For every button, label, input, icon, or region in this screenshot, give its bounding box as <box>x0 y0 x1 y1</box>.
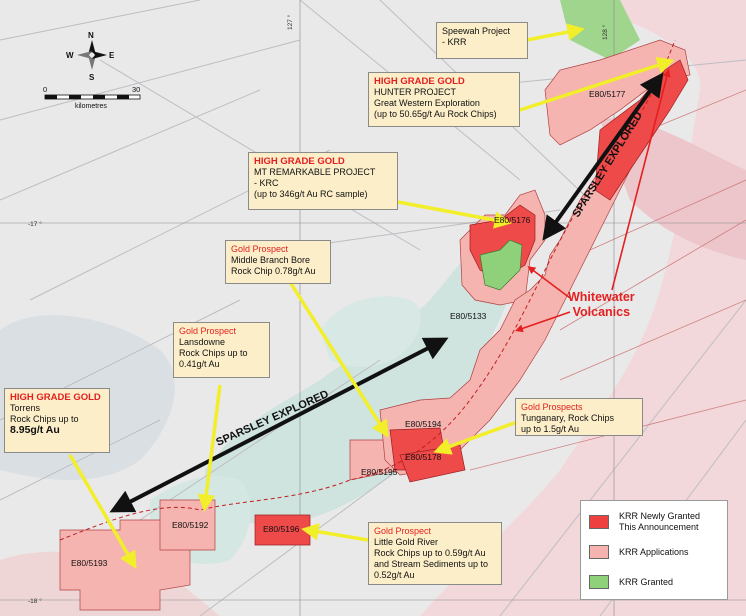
callout-torrens-heading: HIGH GRADE GOLD <box>10 392 101 403</box>
callout-little-gold: Gold Prospect Little Gold River Rock Chi… <box>368 522 502 585</box>
label-e80-5193: E80/5193 <box>71 558 108 568</box>
label-e80-5133: E80/5133 <box>450 311 487 321</box>
sparsley-arrow-south <box>109 337 449 513</box>
callout-tunganary-line2: up to 1.5g/t Au <box>521 424 580 434</box>
north-arrow-icon <box>77 40 107 70</box>
compass-n: N <box>88 31 94 40</box>
callout-middle-branch: Gold Prospect Middle Branch Bore Rock Ch… <box>225 240 331 284</box>
legend-text-granted: KRR Granted <box>619 576 674 587</box>
callout-remarkable-line1: MT REMARKABLE PROJECT <box>254 167 376 177</box>
yellow-leaders <box>68 23 675 570</box>
callout-little-gold-line2: Rock Chips up to 0.59g/t Au <box>374 548 486 558</box>
label-e80-5196: E80/5196 <box>263 524 300 534</box>
scale-unit: kilometres <box>75 103 107 110</box>
scale-start: 0 <box>43 85 47 94</box>
callout-torrens: HIGH GRADE GOLD Torrens Rock Chips up to… <box>4 388 110 453</box>
tenement-e80-5196 <box>254 514 311 546</box>
pink-geology-unit <box>420 0 746 616</box>
callout-remarkable: HIGH GRADE GOLD MT REMARKABLE PROJECT - … <box>248 152 398 210</box>
callout-lansdowne: Gold Prospect Lansdowne Rock Chips up to… <box>173 322 270 378</box>
label-e80-5176: E80/5176 <box>494 215 531 225</box>
callout-tunganary-line1: Tunganary, Rock Chips <box>521 413 615 423</box>
whitewater-line1: Whitewater <box>568 290 635 304</box>
callout-speewah-line1: Speewah Project <box>442 26 511 36</box>
callout-torrens-line2: Rock Chips up to <box>10 414 79 424</box>
legend-newly-granted-line2: This Announcement <box>619 522 699 532</box>
label-e80-5177: E80/5177 <box>589 89 626 99</box>
callout-lansdowne-line1: Lansdowne <box>179 337 226 347</box>
callout-little-gold-line1: Little Gold River <box>374 537 439 547</box>
graticule-left-a: -17 ° <box>28 220 42 228</box>
callout-hunter-line1: HUNTER PROJECT <box>374 87 457 97</box>
krr-granted-area <box>479 239 523 291</box>
callout-little-gold-line3: and Stream Sediments up to <box>374 559 489 569</box>
legend-item-applications: KRR Applications <box>589 545 689 559</box>
callout-torrens-line3: 8.95g/t Au <box>10 424 60 436</box>
callout-lansdowne-heading: Gold Prospect <box>179 326 237 336</box>
speewah-granted-area <box>560 0 640 60</box>
callout-middle-branch-line1: Middle Branch Bore <box>231 255 311 265</box>
scale-bar <box>44 94 141 100</box>
callout-tunganary-heading: Gold Prospects <box>521 402 583 412</box>
label-e80-5194: E80/5194 <box>405 419 442 429</box>
callout-little-gold-heading: Gold Prospect <box>374 526 432 536</box>
callout-hunter: HIGH GRADE GOLD HUNTER PROJECT Great Wes… <box>368 72 520 127</box>
label-e80-5195: E80/5195 <box>361 467 398 477</box>
whitewater-line2: Volcanics <box>572 305 631 319</box>
map-legend: KRR Newly Granted This Announcement KRR … <box>580 500 728 600</box>
whitewater-volcanics-label: Whitewater Volcanics <box>568 290 635 320</box>
legend-text-applications: KRR Applications <box>619 546 689 557</box>
callout-lansdowne-line2: Rock Chips up to <box>179 348 248 358</box>
compass-s: S <box>89 73 95 82</box>
callout-hunter-heading: HIGH GRADE GOLD <box>374 76 465 87</box>
callout-little-gold-line4: 0.52g/t Au <box>374 570 415 580</box>
label-e80-5192: E80/5192 <box>172 520 209 530</box>
callout-remarkable-line2: - KRC <box>254 178 279 188</box>
legend-swatch-applications <box>589 545 609 559</box>
callout-middle-branch-heading: Gold Prospect <box>231 244 289 254</box>
legend-item-granted: KRR Granted <box>589 575 673 589</box>
callout-torrens-line1: Torrens <box>10 403 41 413</box>
legend-item-newly-granted: KRR Newly Granted This Announcement <box>589 511 700 533</box>
label-e80-5178: E80/5178 <box>405 452 442 462</box>
sparsley-arrow-north <box>542 72 664 241</box>
graticule-left-b: -18 ° <box>28 597 42 605</box>
legend-newly-granted-line1: KRR Newly Granted <box>619 511 701 521</box>
graticule-top-b: 128 ° <box>601 24 609 40</box>
callout-remarkable-line3: (up to 346g/t Au RC sample) <box>254 189 368 199</box>
legend-swatch-granted <box>589 575 609 589</box>
callout-remarkable-heading: HIGH GRADE GOLD <box>254 156 345 167</box>
red-leaders <box>514 68 671 333</box>
callout-hunter-line3: (up to 50.65g/t Au Rock Chips) <box>374 109 497 119</box>
callout-middle-branch-line2: Rock Chip 0.78g/t Au <box>231 266 316 276</box>
graticule-top-a: 127 ° <box>286 14 294 30</box>
callout-tunganary: Gold Prospects Tunganary, Rock Chips up … <box>515 398 643 436</box>
callout-speewah-line2: - KRR <box>442 37 467 47</box>
callout-lansdowne-line3: 0.41g/t Au <box>179 359 220 369</box>
callout-speewah: Speewah Project - KRR <box>436 22 528 59</box>
scale-end: 30 <box>132 85 140 94</box>
legend-swatch-newly-granted <box>589 515 609 529</box>
compass-e: E <box>109 51 115 60</box>
compass-w: W <box>66 51 74 60</box>
callout-hunter-line2: Great Western Exploration <box>374 98 480 108</box>
legend-text-newly-granted: KRR Newly Granted This Announcement <box>619 511 700 533</box>
